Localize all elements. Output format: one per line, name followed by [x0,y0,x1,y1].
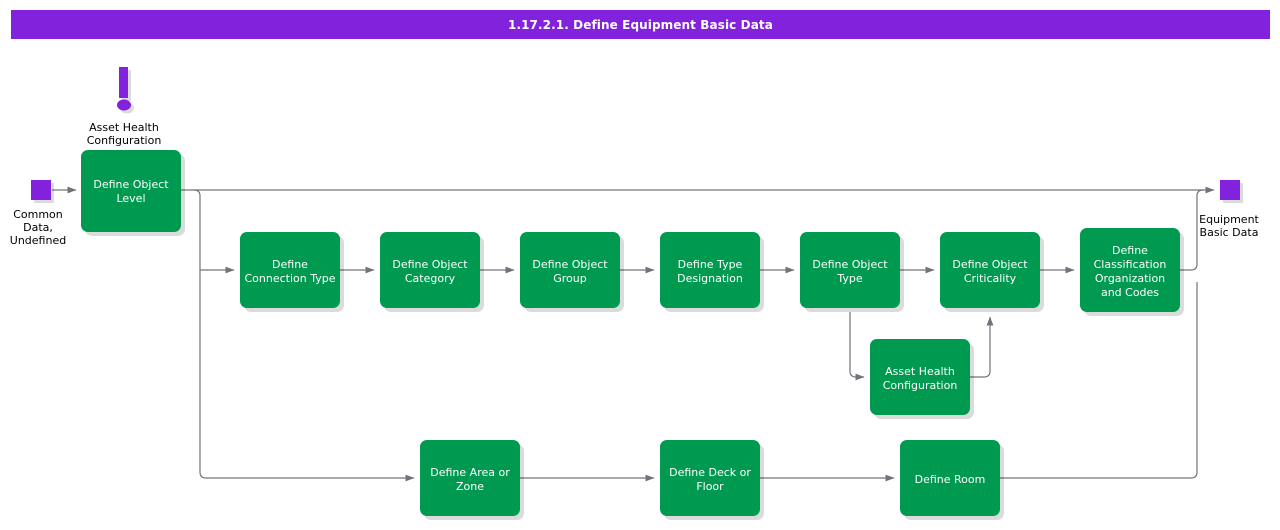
node-define-object-group-line1: Define Object [532,258,608,271]
node-define-deck-or-floor[interactable]: Define Deck or Floor [660,440,764,520]
node-asset-health-configuration-line2: Configuration [883,379,958,392]
node-define-classification-line4: and Codes [1101,286,1159,299]
node-define-room-line1: Define Room [915,473,986,486]
start-terminator-shape[interactable] [31,180,51,200]
end-terminator-shape[interactable] [1220,180,1240,200]
start-terminator-label-line3: Undefined [10,234,66,247]
node-define-room[interactable]: Define Room [900,440,1004,520]
node-define-classification-line3: Organization [1095,272,1165,285]
page-title: 1.17.2.1. Define Equipment Basic Data [508,17,773,32]
node-define-object-level-line1: Define Object [93,178,169,191]
node-define-deck-or-floor-line1: Define Deck or [669,466,751,479]
node-define-area-or-zone-line1: Define Area or [430,466,510,479]
node-define-type-designation-line1: Define Type [678,258,743,271]
node-asset-health-configuration-line1: Asset Health [885,365,955,378]
page-title-bar: 1.17.2.1. Define Equipment Basic Data [11,10,1270,39]
node-define-object-criticality-line1: Define Object [952,258,1028,271]
end-terminator-label-line1: Equipment [1199,213,1259,226]
edge-asset-health-to-object-criticality [970,316,994,378]
node-define-object-type[interactable]: Define Object Type [800,232,904,312]
end-terminator-label-line2: Basic Data [1200,226,1259,239]
edge-classification-to-right-bus [1180,189,1204,271]
edge-object-type-to-asset-health [849,312,865,381]
node-define-object-category[interactable]: Define Object Category [380,232,484,312]
node-define-type-designation[interactable]: Define Type Designation [660,232,764,312]
node-define-area-or-zone-line2: Zone [456,480,484,493]
node-define-object-criticality[interactable]: Define Object Criticality [940,232,1044,312]
asset-health-note-label-line1: Asset Health [89,121,159,134]
node-define-object-group-line2: Group [553,272,587,285]
end-terminator[interactable]: Equipment Basic Data [1199,180,1260,239]
node-define-object-group[interactable]: Define Object Group [520,232,624,312]
node-define-connection-type-line1: Define [272,258,308,271]
node-define-connection-type[interactable]: Define Connection Type [240,232,344,312]
node-define-object-category-line2: Category [405,272,456,285]
start-terminator[interactable]: Common Data, Undefined [10,180,66,247]
node-define-object-level[interactable]: Define Object Level [81,150,185,236]
start-terminator-label-line2: Data, [23,221,53,234]
node-asset-health-configuration[interactable]: Asset Health Configuration [870,339,974,419]
node-define-object-level-line2: Level [116,192,145,205]
start-terminator-label-line1: Common [13,208,63,221]
asset-health-configuration-note: Asset Health Configuration [87,67,162,147]
edges-layer [52,186,1215,482]
node-define-classification-line1: Define [1112,244,1148,257]
node-define-object-type-line1: Define Object [812,258,888,271]
node-define-type-designation-line2: Designation [677,272,743,285]
node-define-area-or-zone[interactable]: Define Area or Zone [420,440,524,520]
edge-room-to-right-bus [1000,282,1198,479]
node-define-classification-line2: Classification [1094,258,1167,271]
node-define-deck-or-floor-line2: Floor [696,480,724,493]
node-define-connection-type-line2: Connection Type [244,272,335,285]
node-define-object-type-line2: Type [836,272,862,285]
edge-left-bus [193,189,415,482]
exclamation-icon [117,67,134,114]
node-define-object-category-line1: Define Object [392,258,468,271]
asset-health-note-label-line2: Configuration [87,134,162,147]
node-define-classification[interactable]: Define Classification Organization and C… [1080,228,1184,316]
node-define-object-criticality-line2: Criticality [964,272,1017,285]
